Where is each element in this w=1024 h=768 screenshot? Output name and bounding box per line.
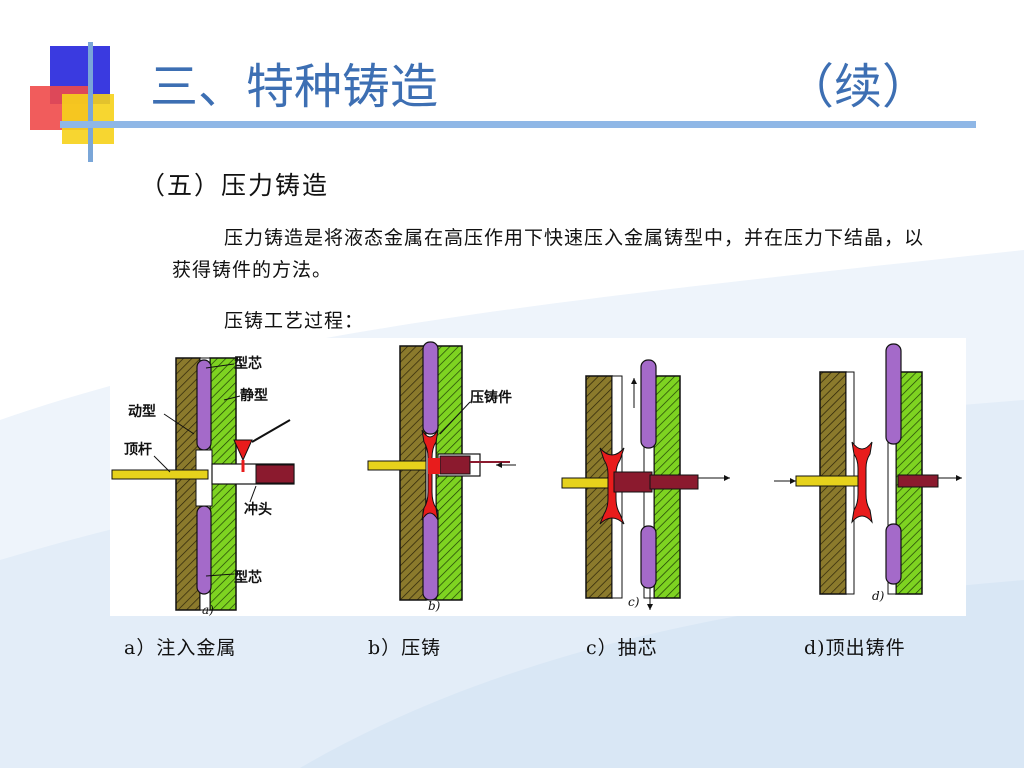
section-subtitle: （五）压力铸造	[140, 171, 330, 200]
caption-c: c）抽芯	[586, 637, 658, 659]
panel-b: 压铸件 b)	[367, 341, 516, 613]
label-core-top: 型芯	[234, 355, 262, 372]
label-casting: 压铸件	[470, 389, 512, 406]
sub-label-d: d)	[872, 589, 885, 603]
definition-text: 压力铸造是将液态金属在高压作用下快速压入金属铸型中，并在压力下结晶，以获得铸件的…	[172, 227, 925, 281]
sub-label-c: c)	[628, 595, 640, 609]
decorative-squares	[30, 42, 114, 162]
sub-label-b: b)	[428, 599, 441, 613]
caption-d: d)顶出铸件	[804, 637, 906, 659]
label-moving-die: 动型	[128, 403, 156, 420]
label-core-bottom: 型芯	[234, 569, 262, 586]
sub-label-a: a)	[202, 603, 214, 616]
title-text: 三、特种铸造	[150, 59, 439, 115]
title-rule	[60, 121, 976, 128]
label-plunger: 冲头	[244, 501, 272, 518]
label-fixed-die: 静型	[240, 387, 268, 404]
caption-b: b）压铸	[368, 637, 442, 659]
die-casting-diagram: 型芯 静型 动型 顶杆 冲头 型芯 a)	[110, 338, 966, 616]
panel-a: 型芯 静型 动型 顶杆 冲头 型芯 a)	[111, 355, 295, 616]
title-suffix: （续）	[785, 59, 930, 115]
definition-paragraph: 压力铸造是将液态金属在高压作用下快速压入金属铸型中，并在压力下结晶，以获得铸件的…	[172, 222, 932, 286]
panel-c: c)	[561, 359, 730, 610]
caption-a: a）注入金属	[124, 637, 237, 659]
label-ejector: 顶杆	[124, 441, 152, 458]
process-label: 压铸工艺过程：	[224, 310, 365, 332]
page-title: 三、特种铸造 （续）	[150, 56, 970, 118]
panel-d: d)	[774, 343, 962, 603]
